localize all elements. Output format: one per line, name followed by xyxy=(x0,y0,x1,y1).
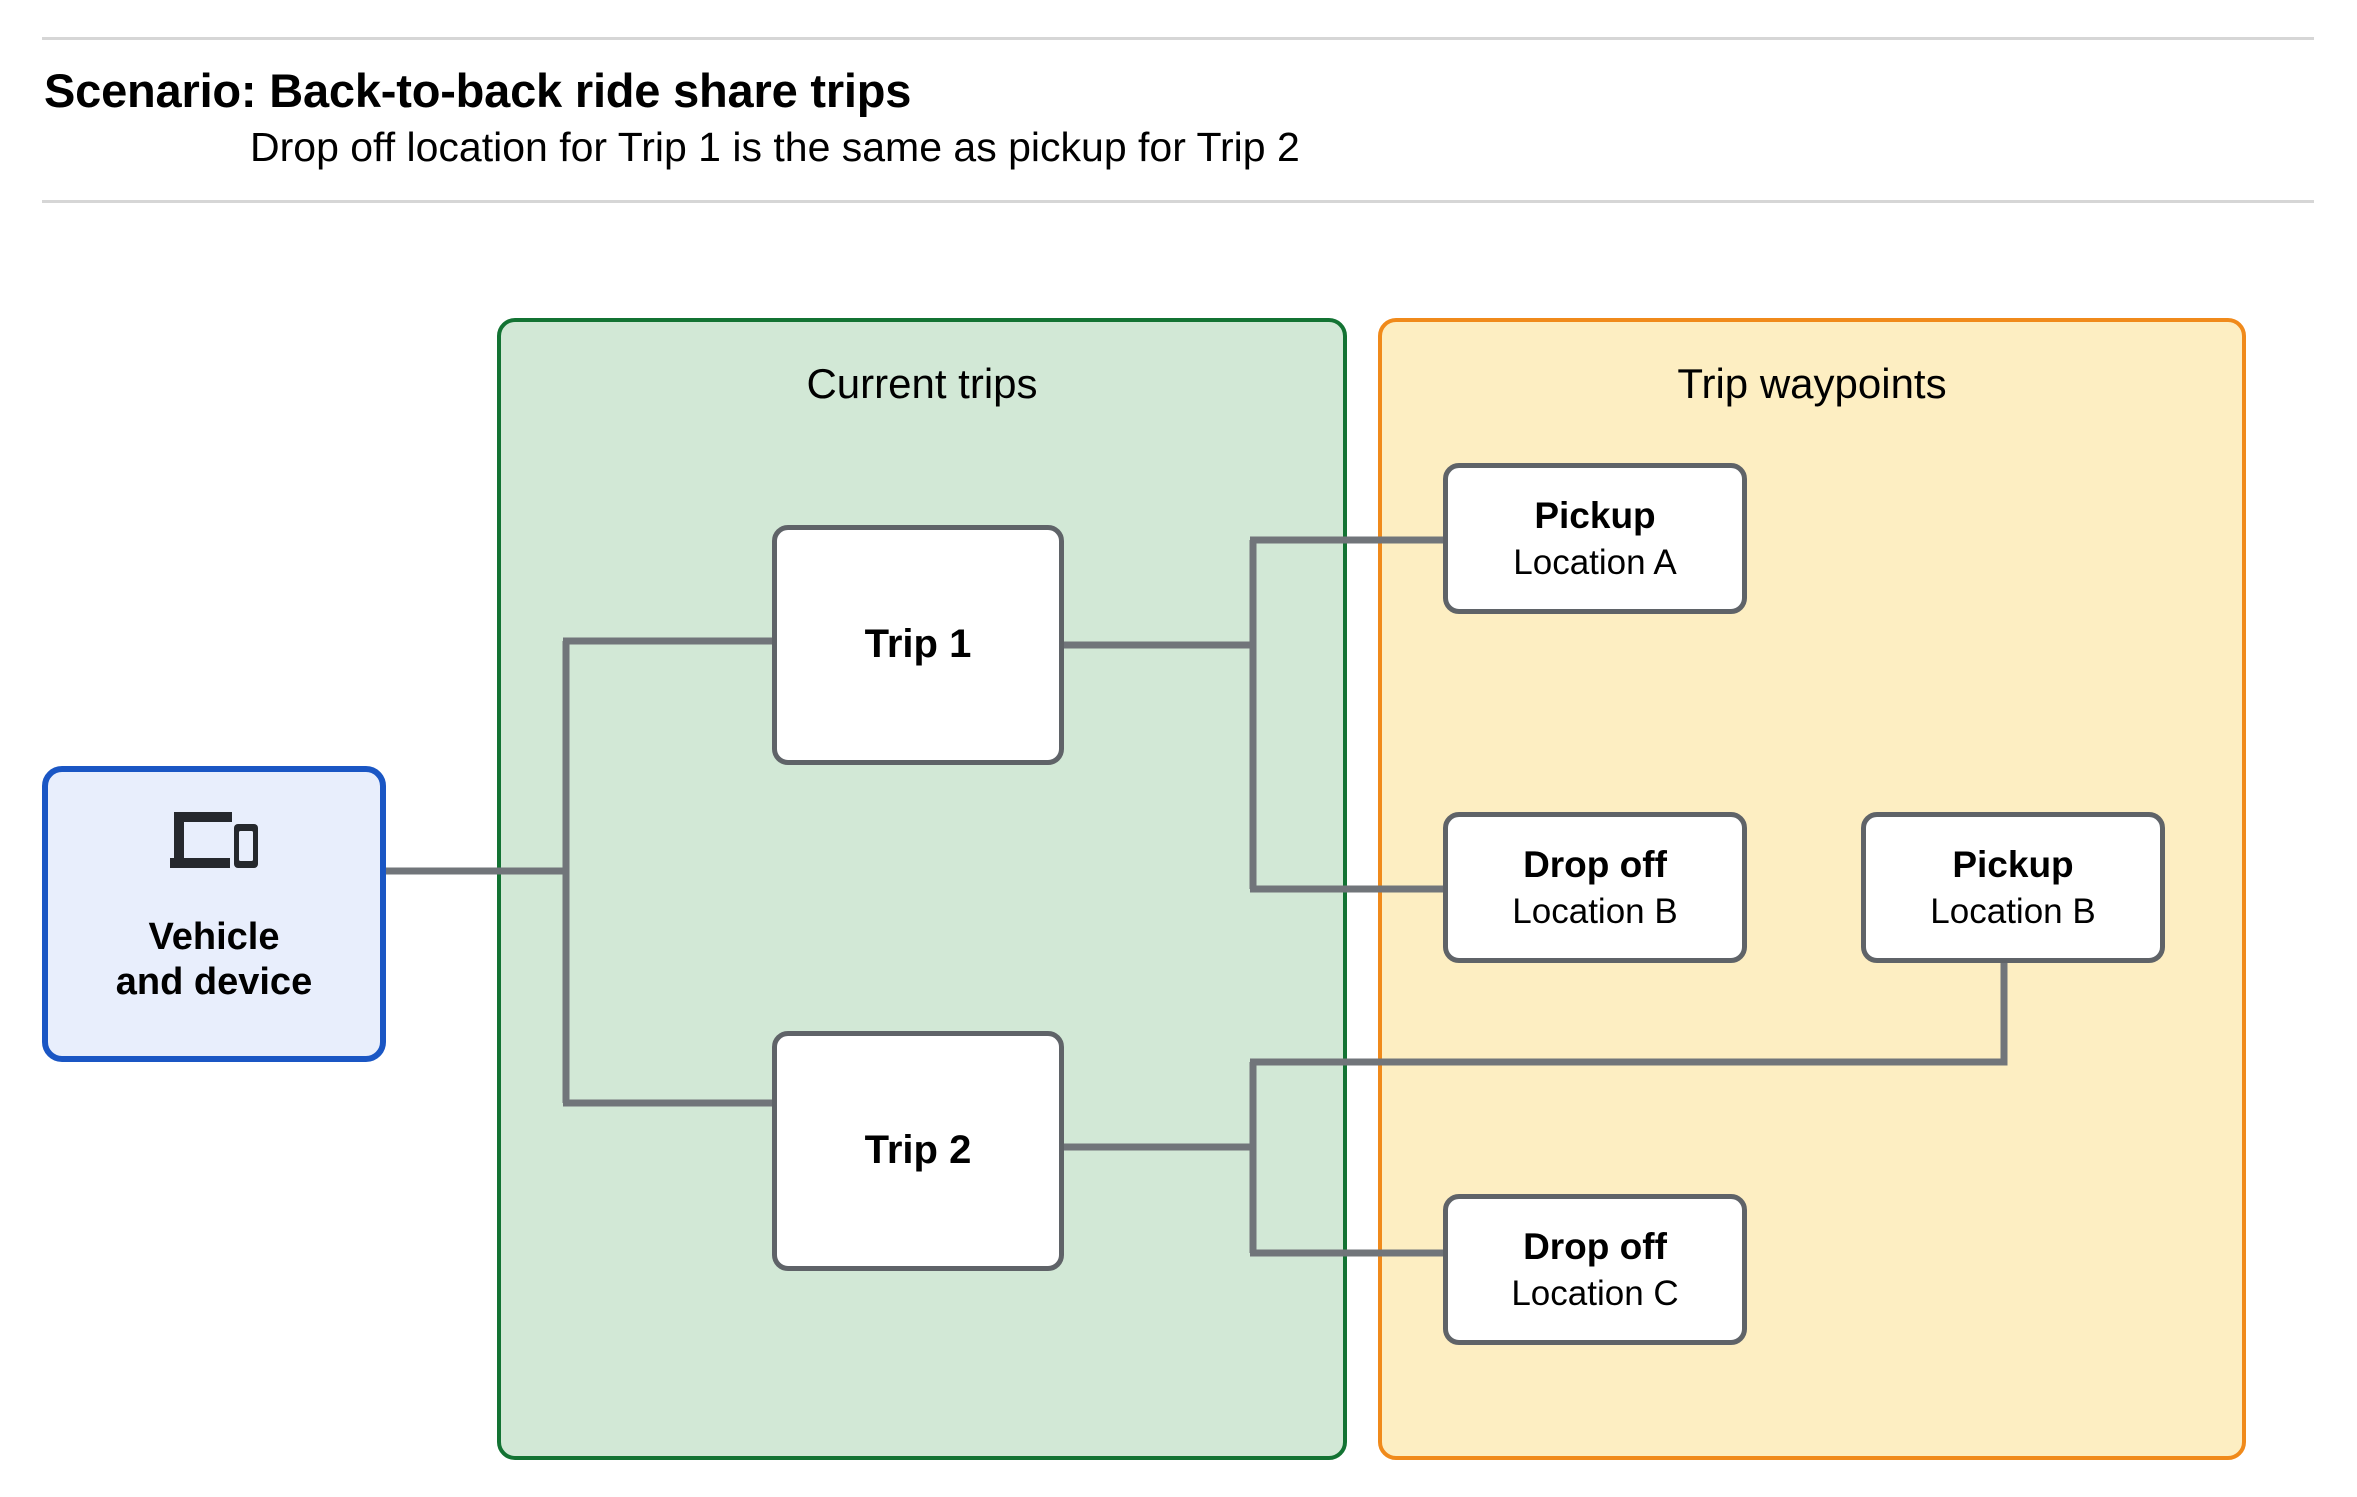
devices-icon xyxy=(168,808,260,881)
node-trip-1[interactable]: Trip 1 xyxy=(772,525,1064,765)
node-trip-2[interactable]: Trip 2 xyxy=(772,1031,1064,1271)
node-vehicle-label-line2: and device xyxy=(115,960,313,1003)
page-title: Scenario: Back-to-back ride share trips xyxy=(44,64,912,117)
node-pickup-b-title: Pickup xyxy=(1952,844,2074,886)
node-trip-2-label: Trip 2 xyxy=(864,1128,972,1173)
node-vehicle-label-line1: Vehicle xyxy=(148,916,280,958)
header-divider-top xyxy=(42,37,2314,40)
header-divider-bottom xyxy=(42,200,2314,203)
node-vehicle-and-device[interactable]: Vehicle and device xyxy=(42,766,386,1062)
group-trip-waypoints-label: Trip waypoints xyxy=(1677,360,1947,407)
node-pickup-a-title: Pickup xyxy=(1534,495,1656,537)
node-dropoff-location-c[interactable]: Drop off Location C xyxy=(1443,1194,1747,1345)
group-current-trips-label: Current trips xyxy=(806,360,1038,407)
node-dropoff-c-title: Drop off xyxy=(1523,1226,1667,1268)
node-dropoff-c-sub: Location C xyxy=(1511,1273,1679,1313)
node-dropoff-b-sub: Location B xyxy=(1512,891,1678,931)
page-subtitle: Drop off location for Trip 1 is the same… xyxy=(250,124,1300,170)
node-dropoff-b-title: Drop off xyxy=(1523,844,1667,886)
node-pickup-b-sub: Location B xyxy=(1930,891,2096,931)
node-pickup-a-sub: Location A xyxy=(1513,542,1677,582)
node-dropoff-location-b[interactable]: Drop off Location B xyxy=(1443,812,1747,963)
node-trip-1-label: Trip 1 xyxy=(864,622,972,667)
node-pickup-location-a[interactable]: Pickup Location A xyxy=(1443,463,1747,614)
node-pickup-location-b[interactable]: Pickup Location B xyxy=(1861,812,2165,963)
group-current-trips: Current trips xyxy=(497,318,1347,1460)
